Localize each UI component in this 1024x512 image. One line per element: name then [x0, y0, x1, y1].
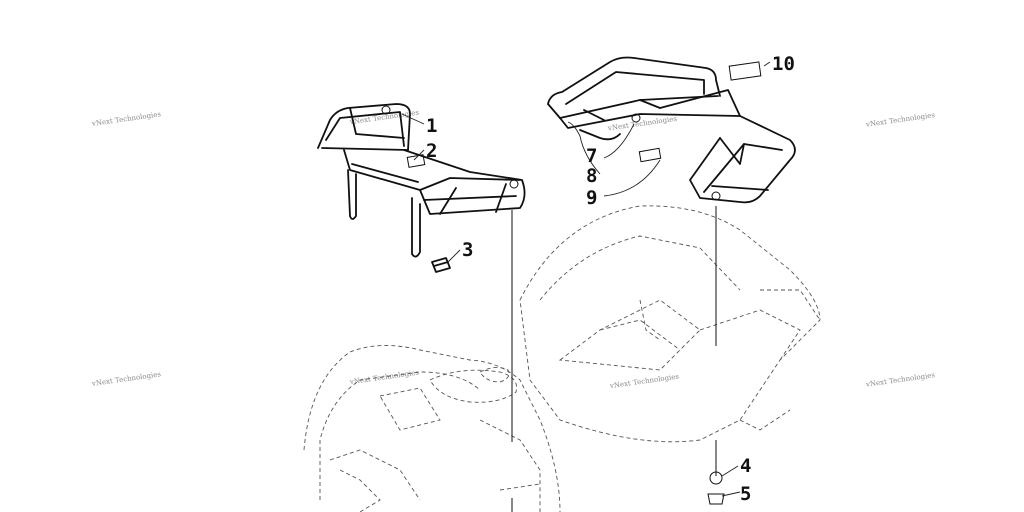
callout-10: 10	[772, 53, 795, 75]
callouts: 1 2 3 4 5 7 8 9 10	[426, 53, 795, 505]
callout-9: 9	[586, 187, 597, 209]
watermark-center-bottom: vNext Technologies	[348, 368, 419, 386]
rear-fender	[519, 205, 821, 443]
watermark-left-bottom: vNext Technologies	[90, 370, 161, 388]
watermarks: vNext Technologies vNext Technologies vN…	[90, 108, 935, 390]
callout-1: 1	[426, 115, 437, 137]
watermark-right-center-top: vNext Technologies	[606, 115, 677, 133]
callout-2: 2	[426, 140, 437, 162]
callout-8: 8	[586, 165, 597, 187]
watermark-left-top: vNext Technologies	[90, 110, 161, 128]
front-rack	[317, 103, 526, 273]
callout-4: 4	[740, 455, 751, 477]
leader-lines	[401, 61, 771, 497]
callout-5: 5	[740, 483, 751, 505]
rear-rack	[547, 56, 796, 204]
watermark-right-bottom: vNext Technologies	[865, 371, 936, 389]
front-fender	[303, 345, 561, 512]
callout-7: 7	[586, 145, 597, 167]
mounting-lines	[511, 206, 725, 512]
callout-3: 3	[462, 239, 473, 261]
watermark-right-center-bottom: vNext Technologies	[608, 372, 679, 390]
watermark-right-top: vNext Technologies	[865, 111, 936, 129]
